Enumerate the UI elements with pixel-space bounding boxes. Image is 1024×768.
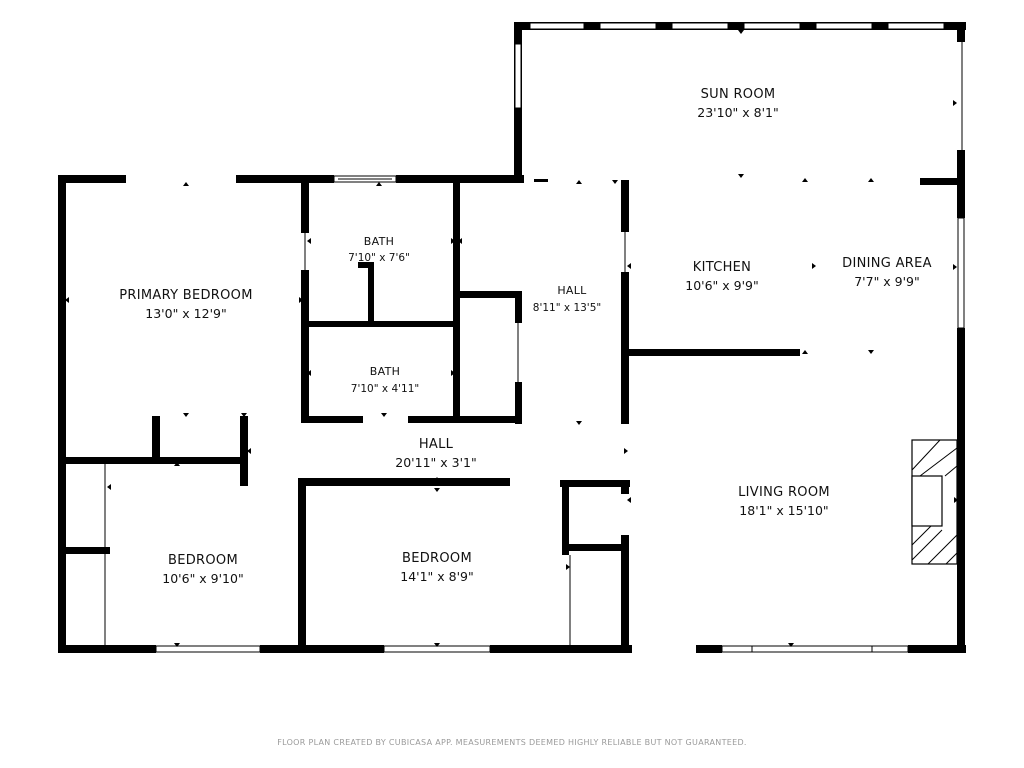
hall-vertical-name: HALL — [557, 284, 587, 297]
bedroom-1-dim: 10'6" x 9'10" — [162, 571, 243, 586]
sun-room-dim: 23'10" x 8'1" — [697, 105, 778, 120]
footer-disclaimer: FLOOR PLAN CREATED BY CUBICASA APP. MEAS… — [277, 738, 747, 747]
fireplace — [911, 439, 958, 565]
hall-horizontal-dim: 20'11" x 3'1" — [395, 455, 476, 470]
bath-1-dim: 7'10" x 7'6" — [348, 252, 410, 264]
primary-bedroom-name: PRIMARY BEDROOM — [119, 288, 252, 303]
dining-area-name: DINING AREA — [842, 256, 932, 271]
bath-1-name: BATH — [364, 235, 394, 248]
dining-area-dim: 7'7" x 9'9" — [854, 274, 920, 289]
living-room-dim: 18'1" x 15'10" — [739, 503, 828, 518]
bath-2-name: BATH — [370, 365, 400, 378]
hall-horizontal-name: HALL — [419, 437, 454, 452]
sun-room-name: SUN ROOM — [701, 87, 776, 102]
interior-walls — [62, 180, 800, 650]
kitchen-dim: 10'6" x 9'9" — [685, 278, 758, 293]
bath-2-dim: 7'10" x 4'11" — [351, 383, 419, 395]
bedroom-1-name: BEDROOM — [168, 553, 238, 568]
room-labels: SUN ROOM 23'10" x 8'1" PRIMARY BEDROOM 1… — [119, 87, 932, 586]
windows — [104, 22, 965, 653]
bedroom-2-dim: 14'1" x 8'9" — [400, 569, 473, 584]
hall-vertical-dim: 8'11" x 13'5" — [533, 302, 601, 314]
opening-markers — [65, 30, 958, 647]
bedroom-2-name: BEDROOM — [402, 551, 472, 566]
primary-bedroom-dim: 13'0" x 12'9" — [145, 306, 226, 321]
kitchen-name: KITCHEN — [693, 260, 751, 275]
living-room-name: LIVING ROOM — [738, 485, 830, 500]
